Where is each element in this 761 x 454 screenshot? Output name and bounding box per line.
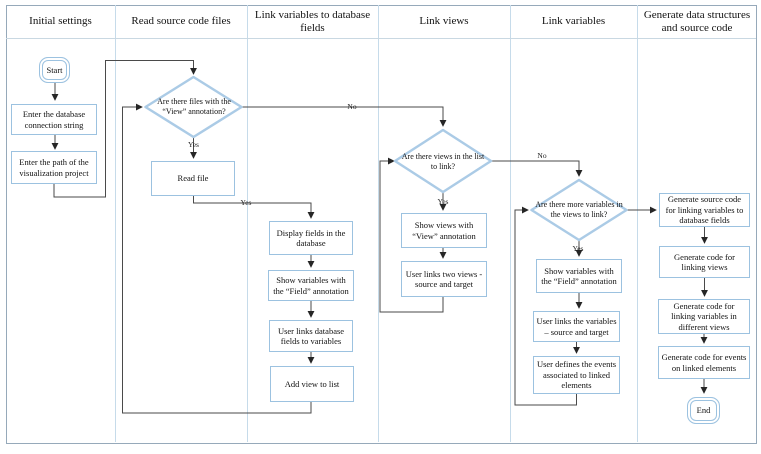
edge-add-view-loop-to-files-decision — [122, 103, 312, 414]
lane-divider — [247, 5, 248, 442]
lane-header-generate-code: Generate data structures and source code — [637, 5, 757, 38]
edge-files-no-to-views-decision — [241, 106, 447, 127]
lane-header-link-views: Link views — [378, 5, 510, 38]
node-label: Enter the database connection string — [22, 109, 86, 130]
edge-views-no-to-variables-decision — [491, 160, 583, 177]
node-label: Display fields in the database — [276, 227, 346, 249]
lane-title: Initial settings — [29, 15, 92, 28]
lane-header-read-source: Read source code files — [115, 5, 247, 38]
lane-title: Read source code files — [131, 15, 231, 28]
node-link-variables: User links the variables – source and ta… — [533, 311, 620, 342]
node-label: User links database fields to variables — [277, 325, 345, 347]
lane-title: Generate data structures and source code — [643, 9, 751, 34]
node-label: Show variables with the “Field” annotati… — [541, 265, 617, 287]
edge-label-files-yes: Yes — [188, 140, 199, 149]
node-end: End — [687, 397, 720, 424]
decision-files-with-view-annotation — [144, 75, 243, 139]
node-generate-source-db: Generate source code for linking variabl… — [659, 193, 750, 227]
node-label: User links the variables – source and ta… — [536, 316, 617, 337]
node-link-two-views: User links two views - source and target — [401, 261, 487, 297]
lane-header-initial-settings: Initial settings — [6, 5, 115, 38]
node-define-events: User defines the events associated to li… — [533, 356, 620, 394]
decision-files-label: Are there files with the “View” annotati… — [149, 87, 239, 127]
node-label: Are there more variables in the views to… — [535, 200, 623, 219]
edge-label-read-yes: Yes — [240, 198, 252, 207]
node-show-views: Show views with “View” annotation — [401, 213, 487, 248]
node-display-fields: Display fields in the database — [269, 221, 353, 255]
lane-divider — [510, 5, 511, 442]
lane-divider — [115, 5, 116, 442]
node-label: Enter the path of the visualization proj… — [19, 157, 89, 178]
edge-label-views-yes: Yes — [437, 197, 449, 206]
node-generate-events-code: Generate code for events on linked eleme… — [658, 346, 750, 379]
node-generate-linking-views: Generate code for linking views — [659, 246, 750, 278]
edge-link-two-views-loop-to-views-decision — [379, 157, 444, 313]
node-label: User links two views - source and target — [405, 268, 483, 290]
node-label: Generate code for linking views — [674, 251, 735, 273]
lane-title: Link variables to database fields — [254, 9, 371, 34]
lane-divider — [378, 5, 379, 442]
node-label: Are there views in the list to link? — [401, 151, 485, 171]
decision-more-variables — [530, 178, 628, 242]
node-add-view-to-list: Add view to list — [270, 366, 354, 402]
node-generate-linking-variables: Generate code for linking variables in d… — [658, 299, 750, 334]
edge-define-events-loop-to-variables-decision — [514, 206, 577, 406]
node-label: End — [696, 405, 711, 416]
node-link-db-fields: User links database fields to variables — [269, 320, 353, 352]
lane-header-link-vars-db: Link variables to database fields — [247, 5, 378, 38]
node-label: Generate code for linking variables in d… — [671, 300, 737, 332]
edge-read-file-to-display-fields — [193, 196, 315, 219]
lane-title: Link variables — [541, 15, 606, 28]
node-enter-project-path: Enter the path of the visualization proj… — [11, 151, 97, 184]
edge-label-vars-yes: Yes — [572, 244, 584, 253]
node-label: Add view to list — [284, 378, 340, 389]
node-label: Are there files with the “View” annotati… — [157, 97, 231, 116]
node-enter-connection-string: Enter the database connection string — [11, 104, 97, 135]
lane-title: Link views — [419, 15, 469, 28]
node-label: Generate code for events on linked eleme… — [661, 352, 747, 373]
node-show-variables-field: Show variables with the “Field” annotati… — [268, 270, 354, 301]
node-show-variables-field-2: Show variables with the “Field” annotati… — [536, 259, 622, 293]
decision-views-in-list — [393, 128, 493, 194]
diagram-frame — [6, 5, 757, 444]
node-label: Show views with “View” annotation — [412, 220, 476, 241]
lane-header-link-variables: Link variables — [510, 5, 637, 38]
decision-variables-label: Are there more variables in the views to… — [532, 191, 626, 229]
node-start: Start — [39, 57, 70, 83]
node-label: User defines the events associated to li… — [536, 359, 617, 391]
node-label: Show variables with the “Field” annotati… — [273, 275, 349, 296]
edge-label-files-no: No — [347, 102, 357, 111]
node-label: Start — [46, 64, 63, 75]
lane-header-divider — [6, 38, 756, 39]
node-label: Read file — [177, 173, 209, 184]
edge-label-views-no: No — [537, 151, 547, 160]
decision-views-label: Are there views in the list to link? — [398, 145, 488, 178]
node-label: Generate source code for linking variabl… — [665, 194, 744, 226]
edge-path-to-files-decision — [53, 60, 197, 198]
lane-divider — [637, 5, 638, 442]
node-read-file: Read file — [151, 161, 235, 196]
